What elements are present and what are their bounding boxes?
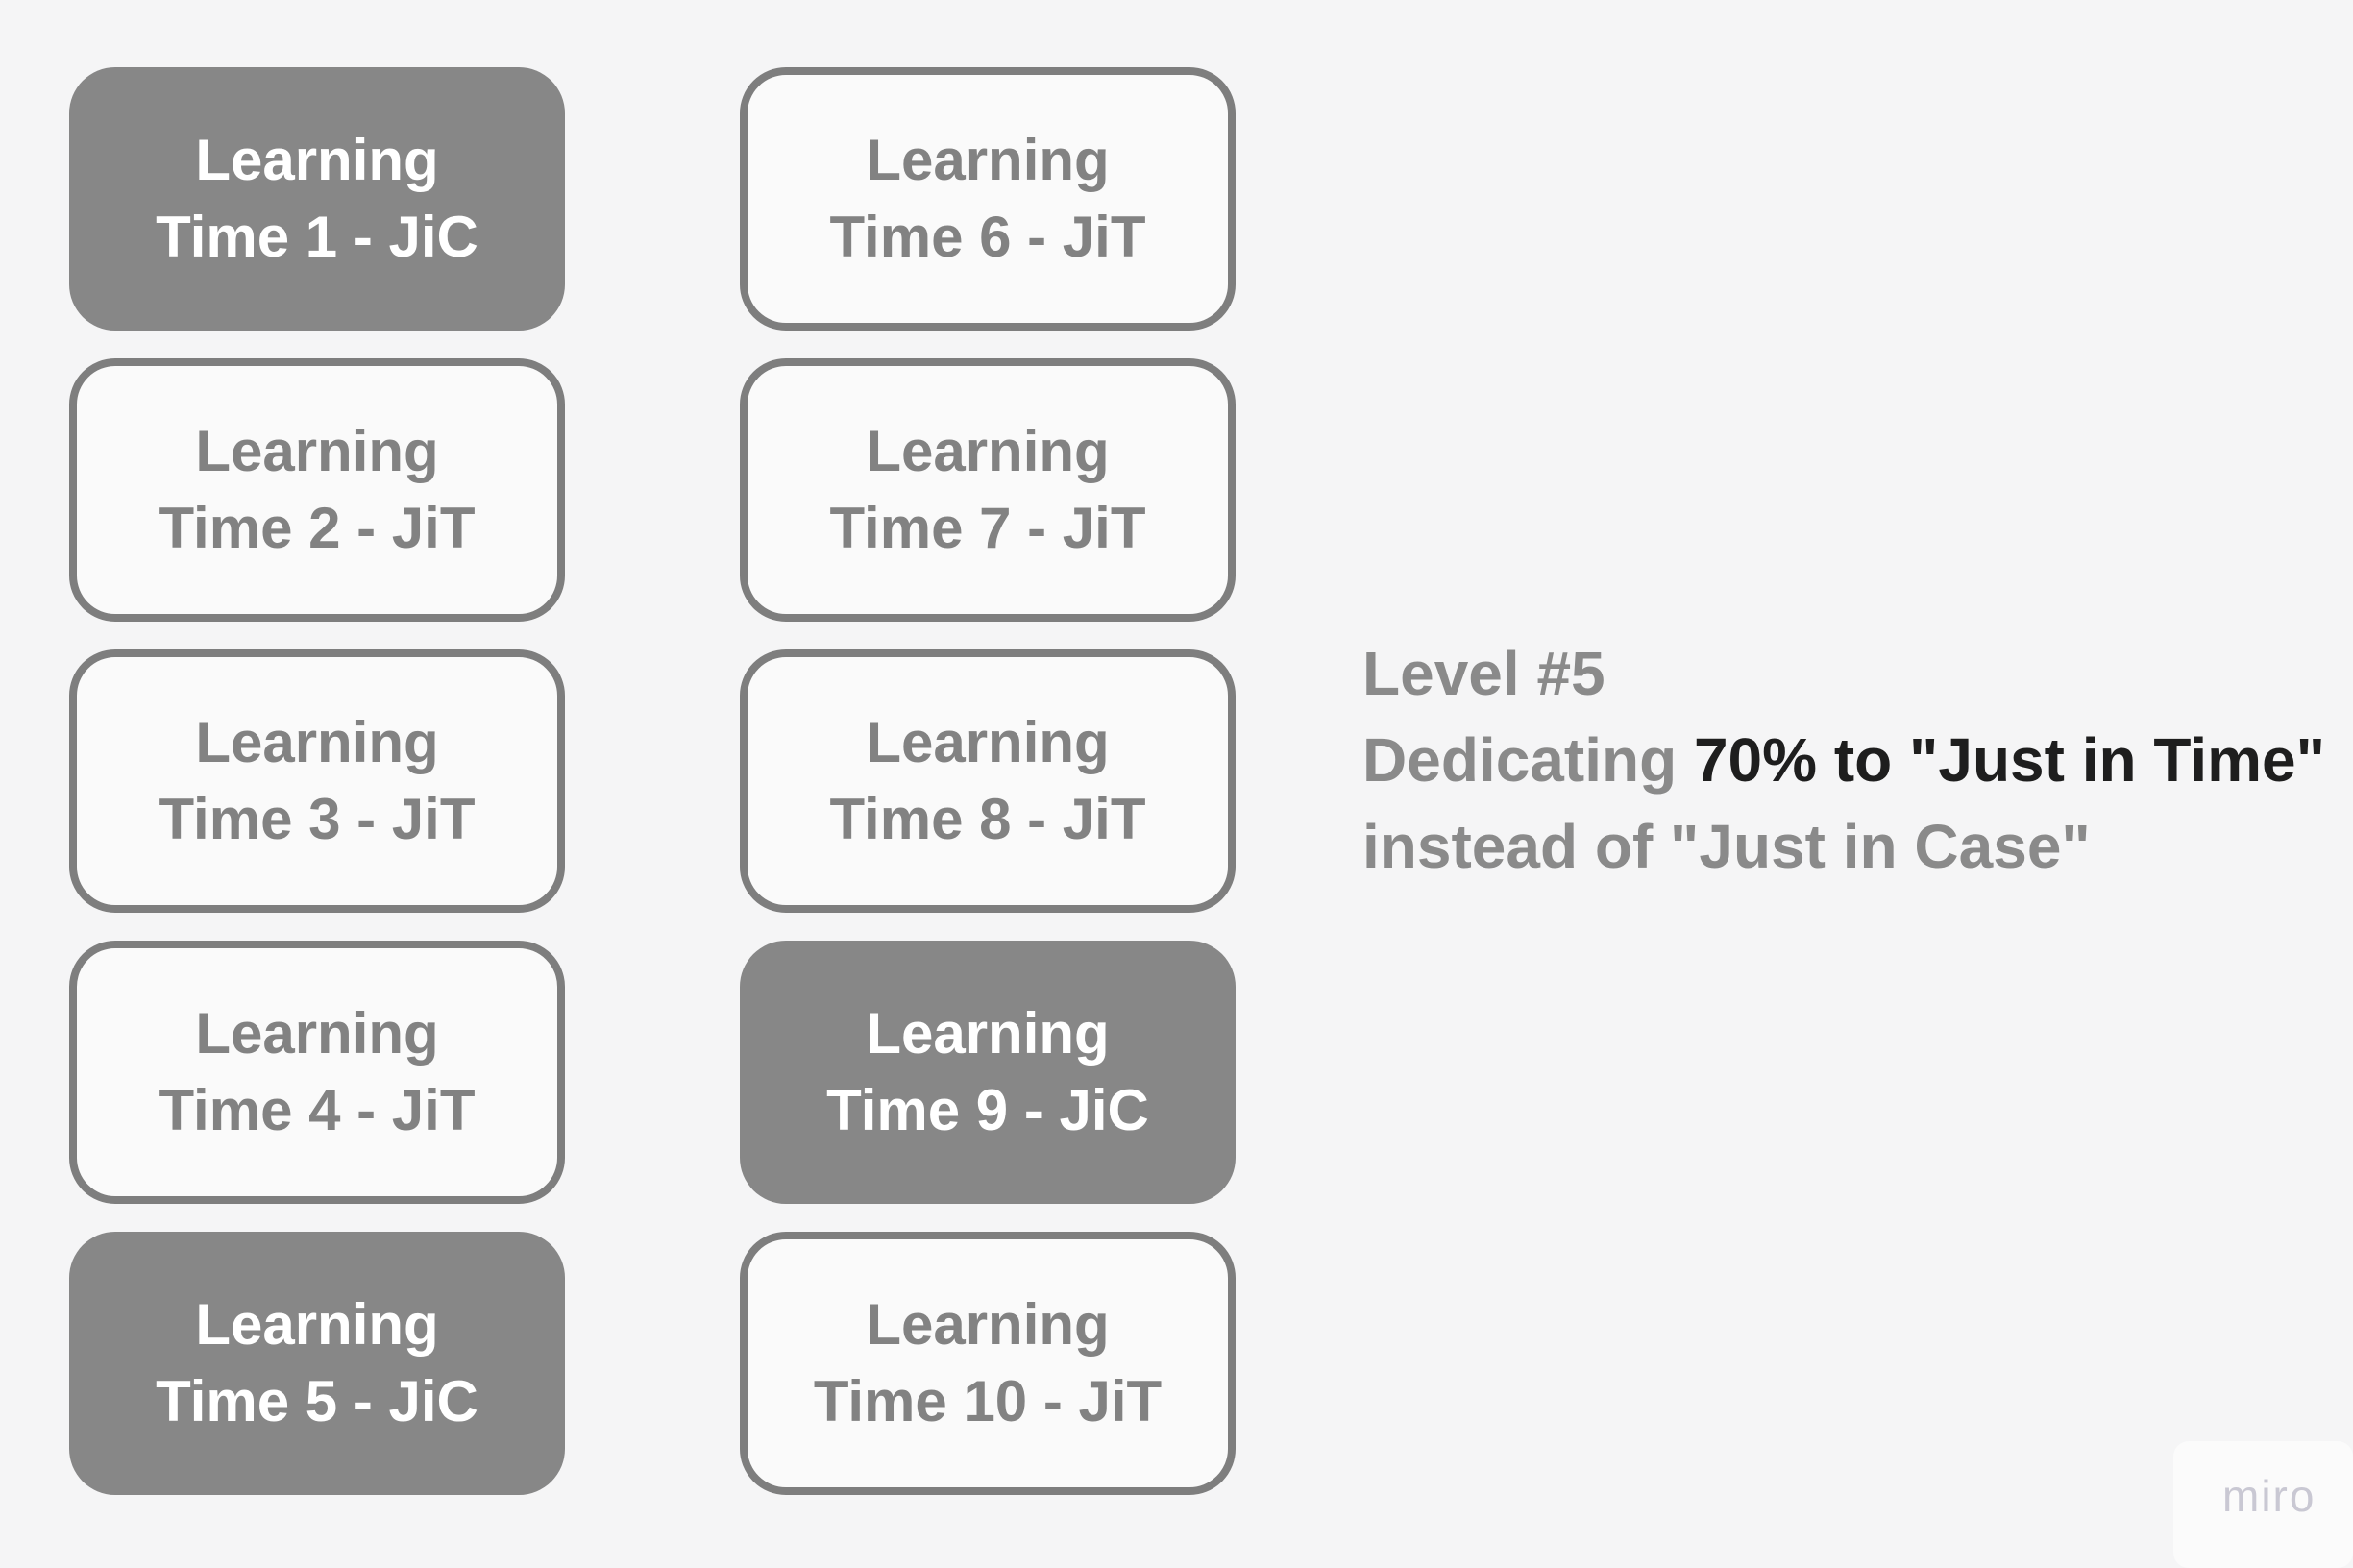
shape-label-line1: Learning (866, 1001, 1110, 1066)
shape-label-line1: Learning (195, 419, 439, 483)
shape-label-line2: Time 2 - JiT (159, 496, 476, 560)
shape-label-line2: Time 7 - JiT (829, 496, 1146, 560)
caption-line-level: Level #5 (1362, 630, 2325, 717)
shape-learning-time-4[interactable]: Learning Time 4 - JiT (69, 941, 565, 1204)
caption-level-text: Level #5 (1362, 639, 1605, 708)
shape-label-line2: Time 3 - JiT (159, 787, 476, 851)
shape-learning-time-10[interactable]: Learning Time 10 - JiT (740, 1232, 1236, 1495)
shape-label-line1: Learning (195, 1292, 439, 1357)
miro-watermark-logo: miro (2222, 1471, 2316, 1521)
miro-watermark-chip (2173, 1441, 2353, 1568)
shape-label-line2: Time 6 - JiT (829, 205, 1146, 269)
shape-learning-time-6[interactable]: Learning Time 6 - JiT (740, 67, 1236, 331)
shape-learning-time-7[interactable]: Learning Time 7 - JiT (740, 358, 1236, 622)
caption-instead-text: instead of "Just in Case" (1362, 812, 2091, 881)
shape-label-line1: Learning (195, 1001, 439, 1066)
caption-line-dedicating: Dedicating 70% to "Just in Time" (1362, 717, 2325, 803)
shape-learning-time-3[interactable]: Learning Time 3 - JiT (69, 649, 565, 913)
caption-dedicating-prefix: Dedicating (1362, 725, 1694, 795)
caption-dedicating-emphasis: 70% to "Just in Time" (1693, 725, 2325, 795)
shape-learning-time-9[interactable]: Learning Time 9 - JiC (740, 941, 1236, 1204)
caption-line-instead: instead of "Just in Case" (1362, 803, 2325, 890)
shape-label-line1: Learning (195, 710, 439, 774)
shape-label-line2: Time 10 - JiT (813, 1369, 1163, 1433)
shape-label-line1: Learning (195, 128, 439, 192)
shape-label-line2: Time 4 - JiT (159, 1078, 476, 1142)
shape-label-line1: Learning (866, 710, 1110, 774)
shape-learning-time-8[interactable]: Learning Time 8 - JiT (740, 649, 1236, 913)
shape-label-line1: Learning (866, 419, 1110, 483)
shape-learning-time-5[interactable]: Learning Time 5 - JiC (69, 1232, 565, 1495)
shape-label-line1: Learning (866, 128, 1110, 192)
shape-label-line2: Time 8 - JiT (829, 787, 1146, 851)
shape-label-line2: Time 5 - JiC (156, 1369, 478, 1433)
shape-label-line2: Time 1 - JiC (156, 205, 478, 269)
shape-label-line1: Learning (866, 1292, 1110, 1357)
level-caption: Level #5 Dedicating 70% to "Just in Time… (1362, 630, 2325, 890)
shape-label-line2: Time 9 - JiC (826, 1078, 1149, 1142)
shape-learning-time-2[interactable]: Learning Time 2 - JiT (69, 358, 565, 622)
shape-learning-time-1[interactable]: Learning Time 1 - JiC (69, 67, 565, 331)
